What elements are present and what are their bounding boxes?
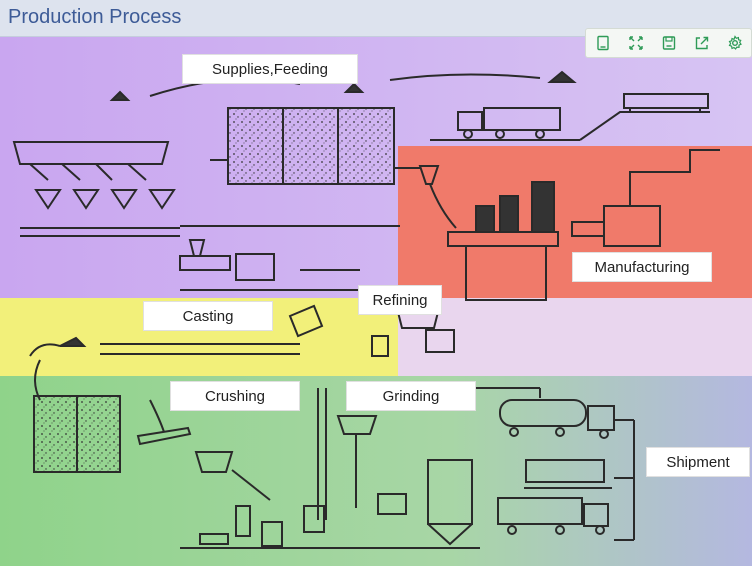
export-button[interactable] xyxy=(691,32,713,54)
region-refining-strip xyxy=(398,298,752,376)
label-shipment: Shipment xyxy=(646,447,750,477)
document-icon xyxy=(596,35,609,51)
view-data-button[interactable] xyxy=(592,32,614,54)
save-icon xyxy=(662,36,675,50)
label-supplies-feeding: Supplies,Feeding xyxy=(182,54,358,84)
label-manufacturing: Manufacturing xyxy=(572,252,712,282)
share-icon xyxy=(695,36,708,50)
chart-toolbox xyxy=(585,28,752,58)
settings-button[interactable] xyxy=(724,32,746,54)
save-image-button[interactable] xyxy=(658,32,680,54)
fullscreen-button[interactable] xyxy=(625,32,647,54)
label-casting: Casting xyxy=(143,301,273,331)
label-refining: Refining xyxy=(358,285,442,315)
page-title: Production Process xyxy=(8,6,182,28)
expand-icon xyxy=(628,36,643,50)
title-bar: Production Process xyxy=(0,0,752,37)
gear-icon xyxy=(728,35,742,50)
label-crushing: Crushing xyxy=(170,381,300,411)
label-grinding: Grinding xyxy=(346,381,476,411)
